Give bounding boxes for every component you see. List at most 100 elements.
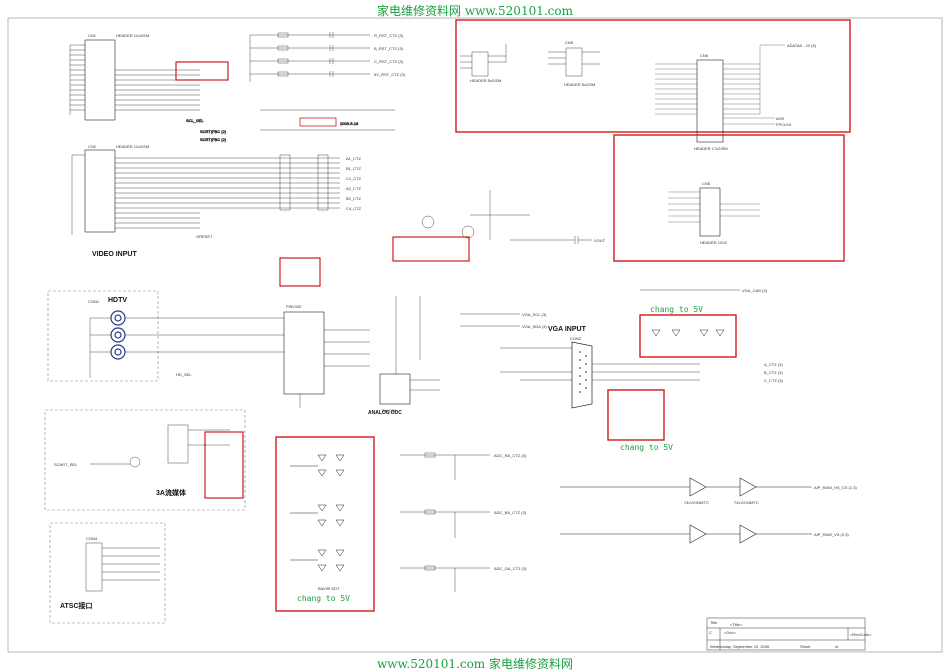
cn5-type: HEADER 5x2/SM <box>564 82 595 87</box>
net-vout: VOUT <box>594 238 606 243</box>
cn2-label: CN2 <box>88 144 97 149</box>
highlight-box-diode-bank <box>275 436 375 612</box>
nets-top-list: R_RST_CTZ (3) B_RST_CTZ (3) C_RST_CTZ (3… <box>374 33 406 77</box>
analog-ddc-title: ANALOG DDC <box>368 410 402 416</box>
of-value: of <box>835 644 839 649</box>
net-vga-cab: VGA_CAB (3) <box>742 288 768 293</box>
doc-value: <Doc> <box>724 630 736 635</box>
net-b2-ctz: B2_CTZ <box>346 196 361 201</box>
bav99-diode-bank <box>290 454 345 572</box>
cn3-header <box>460 44 507 77</box>
cn5-header <box>548 47 600 77</box>
pi5v330-switch: PI5V330 <box>260 304 370 408</box>
u1-part: PI5V330 <box>286 304 302 309</box>
net-fpclk0: FPCLK0 <box>776 122 792 127</box>
highlight-box-mid-right <box>613 134 845 262</box>
date-note: 2006-5-18 <box>340 121 359 126</box>
u3-part-b: 74LVX04MTC <box>734 500 759 505</box>
cn1-header: CN1 HEADER 11x2/SM <box>69 33 229 121</box>
net-a1-ctz: A1_CTZ <box>346 156 361 161</box>
highlight-box-vga-diodes <box>639 314 737 358</box>
net-scl-sel: SCL_SEL <box>186 118 204 123</box>
cn8-header: CN8 HEADER 10X2 <box>668 181 760 245</box>
change-5v-annotation-2: chang to 5V <box>620 443 673 452</box>
net-c-rst: C_RST_CTZ (3) <box>374 59 404 64</box>
hdtv-rca-jacks <box>110 310 126 360</box>
nets-right-of-cn2: A1_CTZ B1_CTZ C1_CTZ A2_CTZ B2_CTZ C4_CT… <box>196 156 362 239</box>
net-a2-ctz: A2_CTZ <box>346 186 361 191</box>
vga-nets: VGA_SCL (3) VGA_SDA (3) VGA_CAB (3) A_CT… <box>522 288 784 383</box>
net-vga-scl: VGA_SCL (3) <box>522 312 547 317</box>
cn8-type: HEADER 10X2 <box>700 240 728 245</box>
cn2-header: CN2 HEADER 11x2/SM VIDEO INPUT <box>71 144 340 258</box>
adc-filters <box>400 452 490 592</box>
cn3-type: HEADER 5x2/SM <box>470 78 501 83</box>
analog-ddc-eeprom: 24LC02 ANALOG DDC <box>368 296 440 416</box>
title-value: <Title> <box>730 622 743 627</box>
vga-connector: VGA INPUT CON2 <box>460 289 740 409</box>
cn1-highlight-box <box>175 61 229 81</box>
highlight-box-top-right <box>455 19 851 133</box>
page-frame <box>7 17 943 653</box>
net-b-rst: B_RST_CTZ (3) <box>374 46 404 51</box>
net-adc-ra: ADC_RA_CTZ (3) <box>494 453 527 458</box>
cn6-header: CN6 HEADER 17x2/SM ADATA0 - 23 (3) AHS F… <box>655 43 817 151</box>
net-c1-ctz: C1_CTZ <box>346 176 362 181</box>
transistor-stage <box>421 190 592 244</box>
u2-part: 24LC02 <box>382 408 397 413</box>
net-vga-sda: VGA_SDA (3) <box>522 324 547 329</box>
media-circuit <box>90 424 230 468</box>
net-scart-sel: SCART_SEL <box>54 462 78 467</box>
net-b-ctz: B_CTZ (3) <box>764 370 783 375</box>
u3-part: 74LVX04MTC <box>684 500 709 505</box>
cn6-label: CN6 <box>700 53 709 58</box>
net-aip-hs: AIP_RAW_HS_CS (2,3) <box>814 485 857 490</box>
change-5v-annotation-1: chang to 5V <box>650 305 703 314</box>
74lvx04-buffers <box>560 477 812 544</box>
video-input-title: VIDEO INPUT <box>92 251 137 258</box>
con4-label: CON4 <box>86 536 98 541</box>
atsc-connector <box>85 542 160 592</box>
date-value: Wednesday, September 20, 2006 <box>710 644 770 649</box>
size-value: C <box>709 630 712 635</box>
cn8-label: CN8 <box>702 181 711 186</box>
bav99-diodes-vga <box>651 329 725 337</box>
rc-filter-block-top <box>249 32 370 82</box>
media-3a-title: 3A流媒体 <box>156 488 187 497</box>
highlight-box-vga-diodes-2 <box>607 389 665 441</box>
net-scrt-1: SCRT(FBC (2) <box>200 129 227 134</box>
net-b1-ctz: B1_CTZ <box>346 166 361 171</box>
net-greset: GRESET <box>196 234 213 239</box>
cn6-type: HEADER 17x2/SM <box>694 146 728 151</box>
net-r-rst: R_RST_CTZ (3) <box>374 33 404 38</box>
net-adc-ba: ADC_BA_CTZ (3) <box>494 510 527 515</box>
net-c-ctz: C_CTZ (3) <box>764 378 784 383</box>
highlight-box-media-resistors <box>204 431 244 499</box>
net-aip-vs: AIP_RAW_VS (2,3) <box>814 532 849 537</box>
watermark-top: 家电维修资料网 www.520101.com <box>377 4 573 18</box>
title-block <box>706 617 866 651</box>
cn2-type: HEADER 11x2/SM <box>116 144 149 149</box>
net-c4-ctz: C4_CTZ <box>346 206 362 211</box>
change-5v-annotation-3: chang to 5V <box>297 594 350 603</box>
atsc-dashed-box <box>49 522 166 624</box>
media-dashed-box <box>44 409 246 511</box>
net-ahs: AHS <box>776 116 785 121</box>
hdtv-title: HDTV <box>108 297 127 304</box>
sheet-value: Sheet <box>800 644 811 649</box>
adc-nets: ADC_RA_CTZ (3) ADC_BA_CTZ (3) ADC_GA_CTZ… <box>494 453 527 571</box>
net-scrt-2: SCRT(FBC (2) <box>200 137 227 142</box>
cn5-label: CN5 <box>565 40 574 45</box>
rev-value: <RevCode> <box>850 632 872 637</box>
hdtv-dashed-box <box>47 290 159 382</box>
net-5v-rst: 5V_RST_CTZ (3) <box>374 72 406 77</box>
highlight-box-transistor <box>392 236 470 262</box>
highlight-box-resistors <box>279 257 321 287</box>
vga-input-title: VGA INPUT <box>548 326 587 333</box>
net-adc-ga: ADC_GA_CTZ (3) <box>494 566 527 571</box>
con2-label: CON2 <box>570 336 582 341</box>
con1-label: CON1 <box>88 299 100 304</box>
watermark-bottom: www.520101.com 家电维修资料网 <box>377 657 573 671</box>
cn1-type: HEADER 11x2/SM <box>116 33 149 38</box>
